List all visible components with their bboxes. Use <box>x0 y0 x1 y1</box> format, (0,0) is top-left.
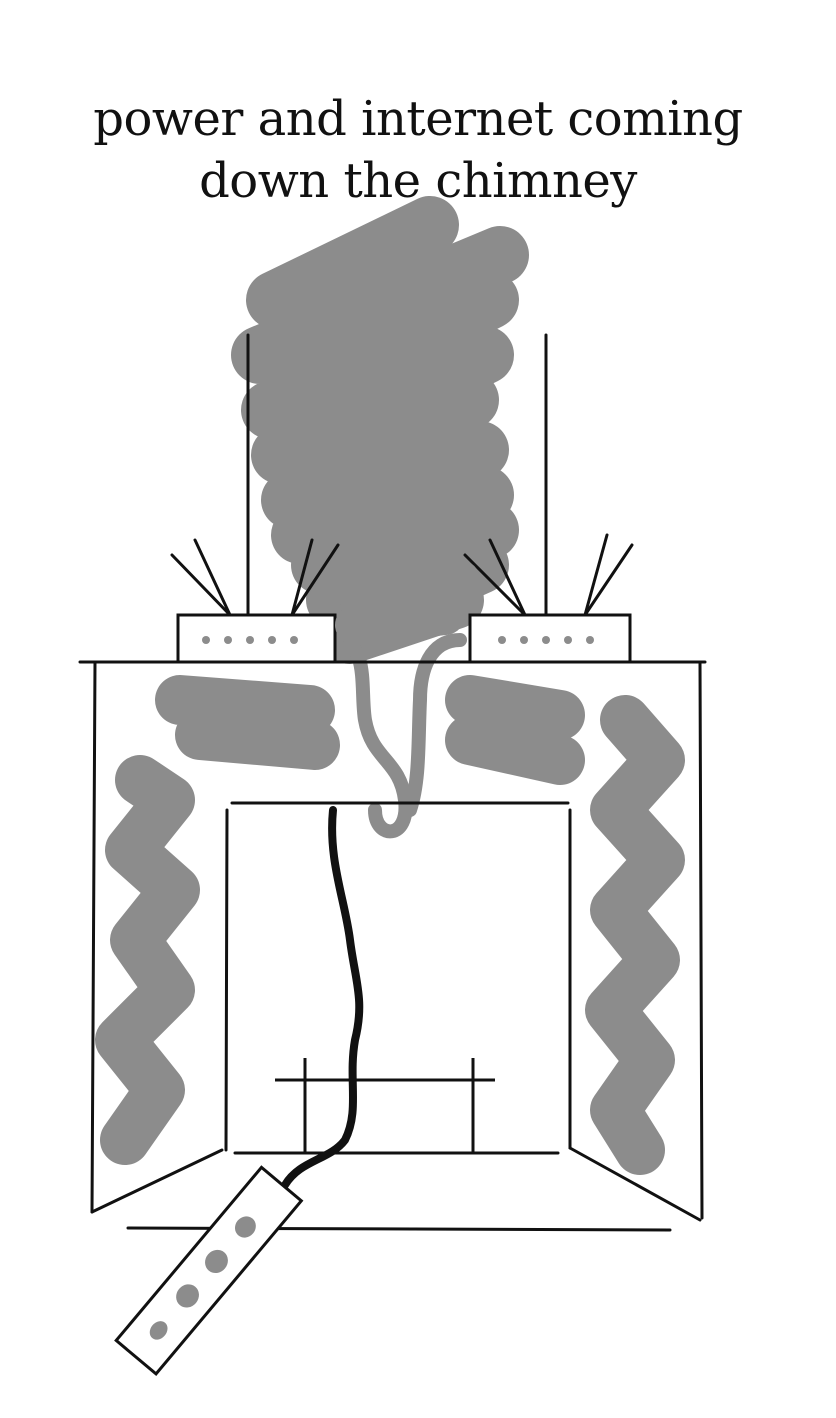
router-antennas <box>170 333 634 617</box>
caption-line-1: power and internet coming <box>93 91 743 147</box>
drawing-caption: power and internet coming down the chimn… <box>0 88 836 212</box>
stone-scribble <box>95 675 685 1175</box>
power-cord <box>281 806 364 1189</box>
wifi-router-icon <box>176 613 337 664</box>
smoke-overlap <box>335 560 480 645</box>
wifi-router-icon <box>468 613 632 664</box>
chimney-cables <box>328 633 467 839</box>
power-strip-icon <box>114 1165 304 1377</box>
fire-grate <box>275 1058 495 1152</box>
